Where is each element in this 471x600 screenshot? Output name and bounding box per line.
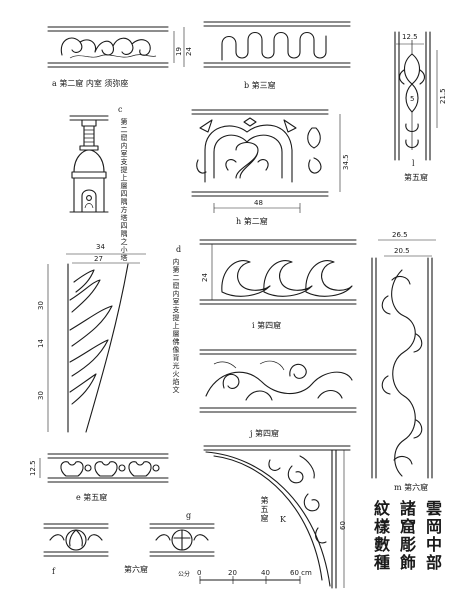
caption-e: e 第五窟 (76, 493, 108, 502)
dim-h-height: 34.5 (342, 154, 350, 170)
dim-d-side-a: 30 (37, 301, 45, 310)
dim-m-inner: 20.5 (394, 247, 410, 255)
letter-d: d (176, 245, 182, 254)
caption-a: a 第二窟 内室 须弥座 (52, 79, 129, 88)
caption-i: i 第四窟 (252, 321, 282, 330)
dim-k-side: 60 (339, 521, 347, 530)
caption-m: m 第六窟 (394, 483, 429, 492)
caption-b: b 第三窟 (244, 81, 276, 90)
ornament-l (394, 31, 438, 161)
letter-f: f (52, 567, 55, 576)
dim-l-top: 12.5 (402, 33, 418, 41)
dim-h-width: 48 (254, 199, 263, 207)
dim-e-height: 12.5 (29, 460, 37, 476)
dim-m-outer: 26.5 (392, 231, 408, 239)
caption-h: h 第二窟 (236, 217, 268, 226)
letter-k: K (280, 515, 286, 524)
ornament-g (149, 523, 215, 557)
dim-a-outer: 24 (185, 47, 193, 56)
dim-a-inner: 19 (175, 47, 183, 56)
dim-d-side-c: 30 (37, 391, 45, 400)
scale-prefix: 公分 (178, 571, 191, 578)
dim-d-side-b: 14 (37, 339, 45, 348)
caption-l: 第五窟 (404, 173, 428, 182)
ornament-e (39, 453, 169, 483)
letter-c: c (118, 105, 123, 114)
scale-tick-0: 0 (197, 569, 202, 577)
title-column-3: 紋樣數種 (371, 500, 390, 572)
ornament-h (191, 109, 341, 213)
letter-l: l (412, 159, 415, 168)
title-column-2: 諸窟彫飾 (397, 500, 416, 572)
ornament-m (371, 239, 436, 479)
letter-g: g (186, 511, 192, 520)
ornament-d (47, 253, 146, 433)
scale-tick-60: 60 cm (290, 569, 312, 577)
ornament-f (43, 523, 109, 557)
scale-tick-40: 40 (261, 569, 270, 577)
scale-bar (199, 576, 301, 584)
dim-l-inner: 5 (410, 95, 415, 103)
ornament-i (199, 239, 357, 305)
ornament-c (69, 115, 109, 213)
scale-tick-20: 20 (228, 569, 237, 577)
ornament-a (47, 26, 185, 68)
note-c: 第二窟内室支提上層四隅方塔四隅之小塔 (120, 118, 128, 262)
dim-d-top-outer: 34 (96, 243, 105, 251)
ornament-k (203, 445, 351, 589)
ornament-b (203, 21, 351, 68)
dim-d-top-inner: 27 (94, 255, 103, 263)
ornament-j (199, 349, 357, 413)
dim-i-height: 24 (201, 273, 209, 282)
title-column-1: 雲岡中部 (423, 500, 442, 572)
caption-g: 第六窟 (124, 565, 148, 574)
note-k: 第五窟 (260, 496, 269, 523)
caption-j: j 第四窟 (250, 429, 280, 438)
dim-l-side: 21.5 (439, 88, 447, 104)
note-d: 内第二窟内室支提上層佛像背光火焰文 (172, 258, 180, 394)
